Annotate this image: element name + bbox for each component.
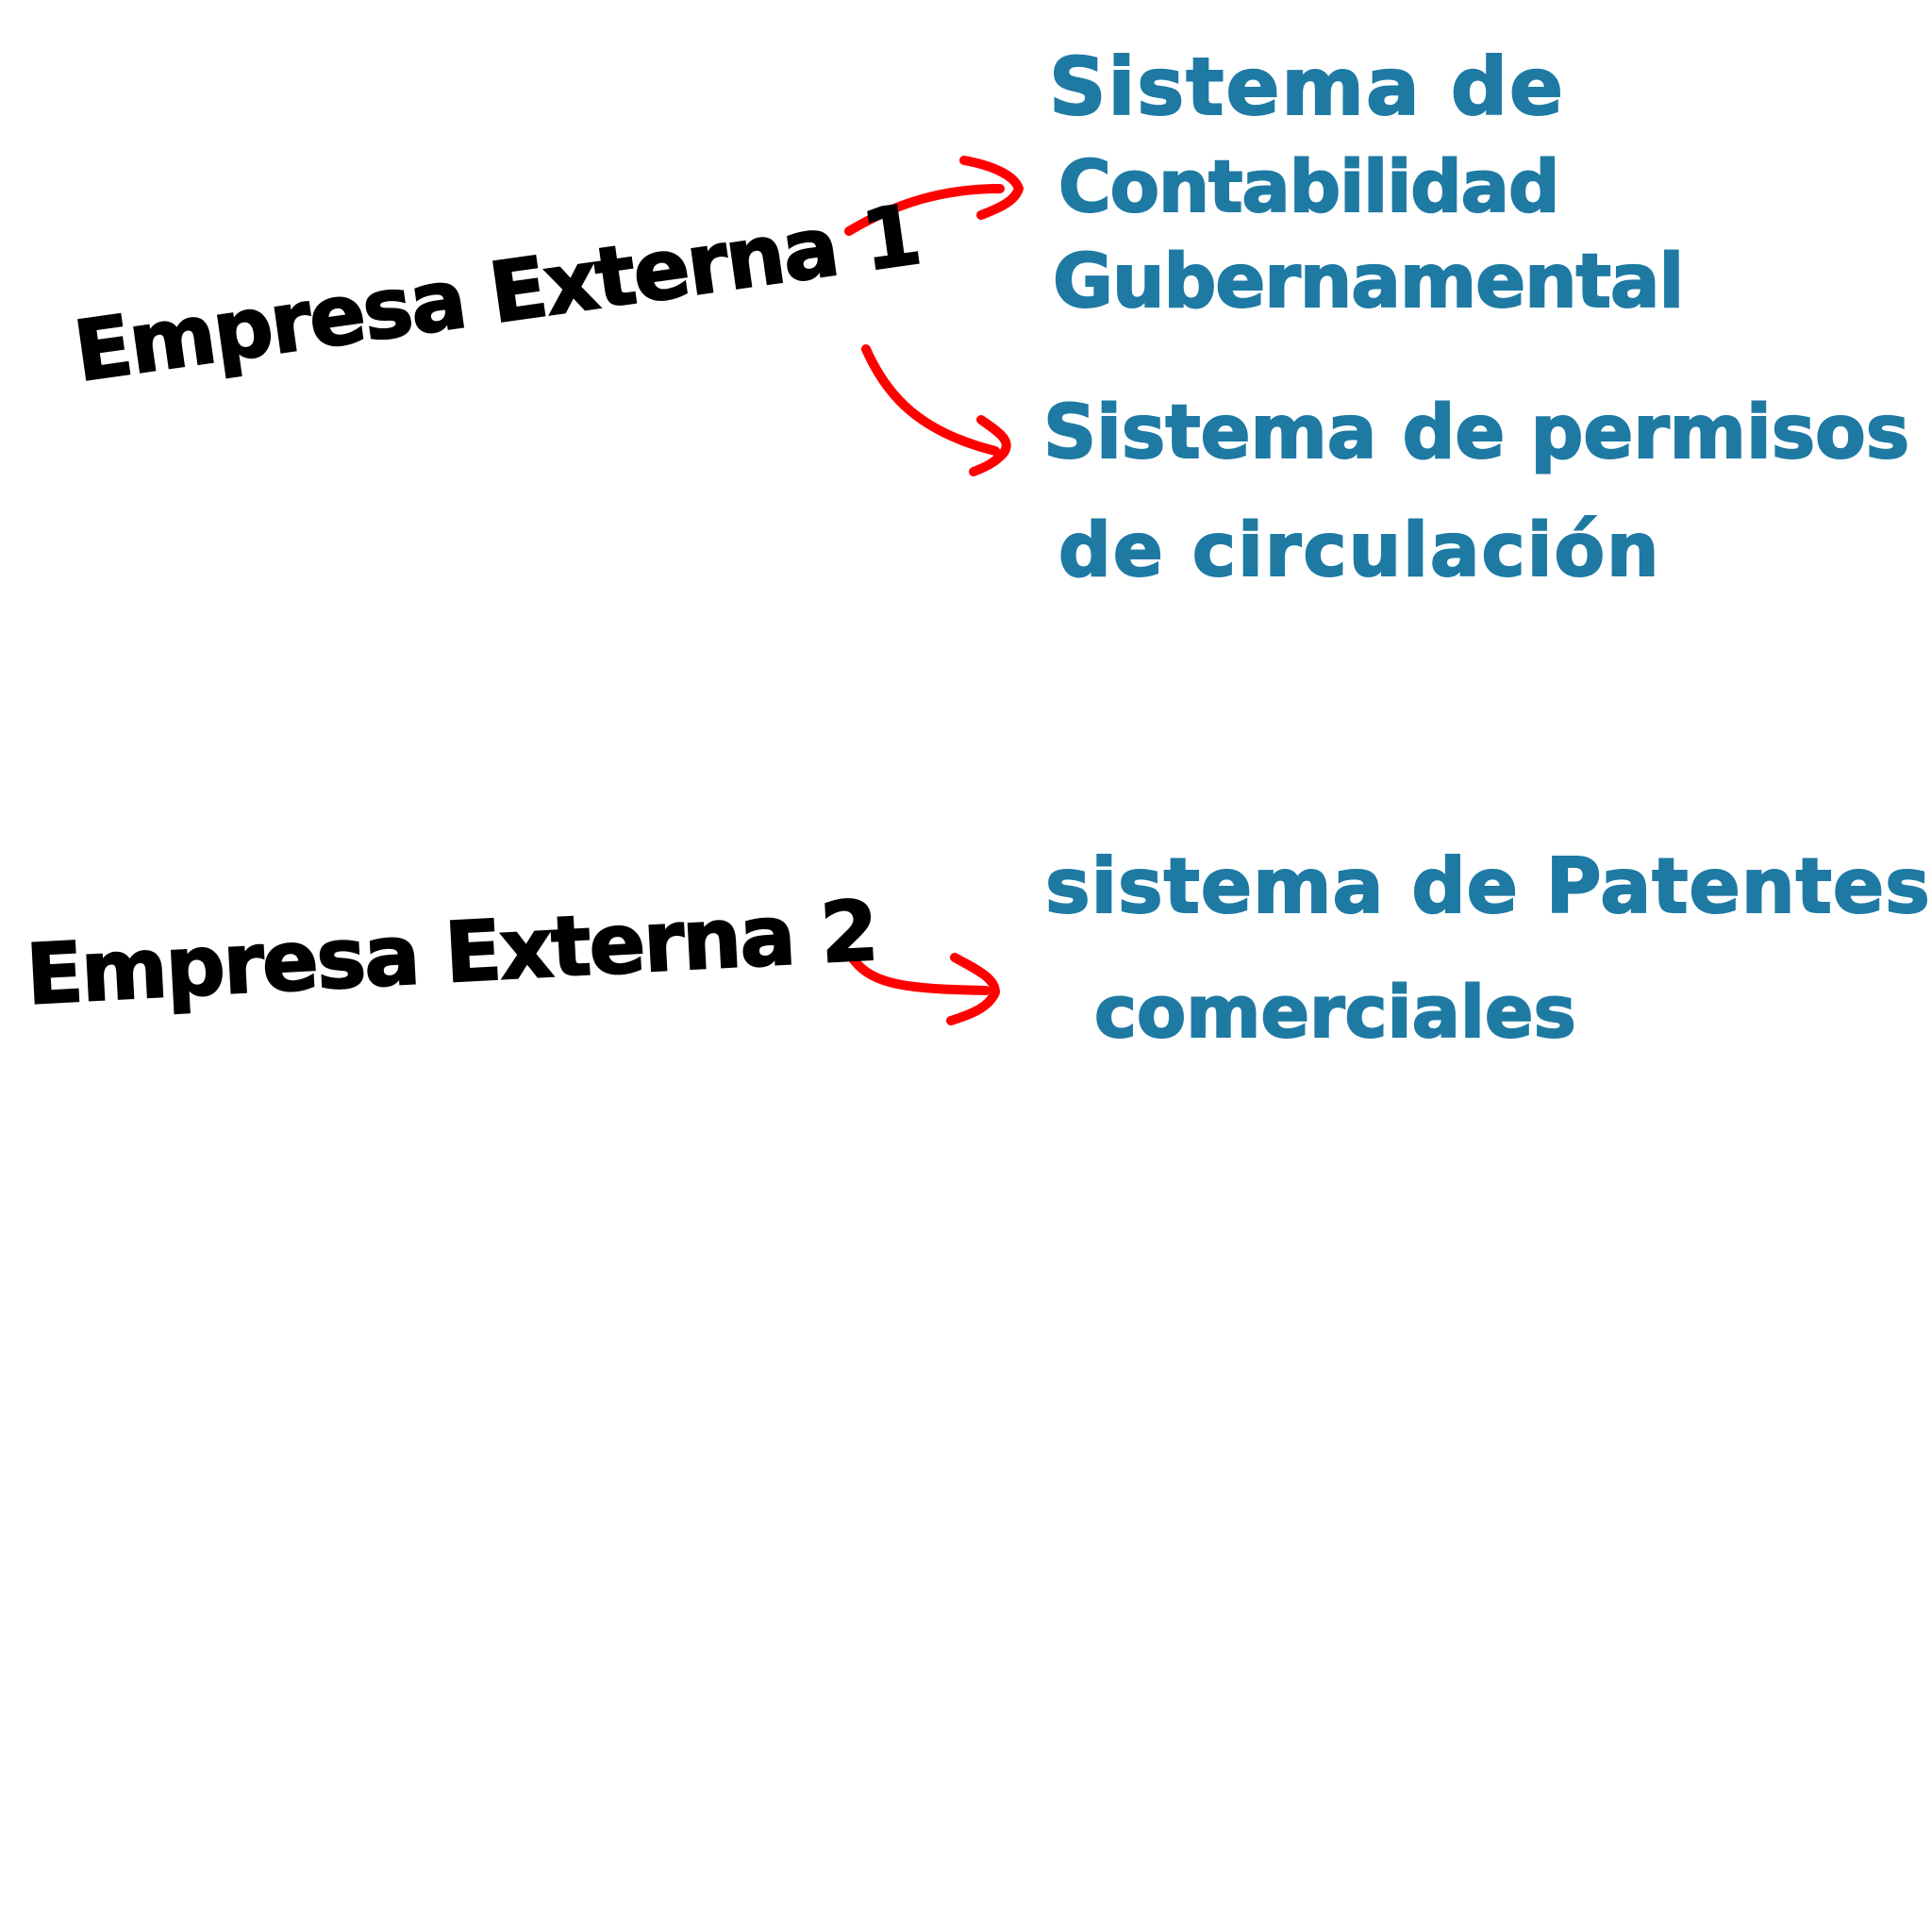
arrow-head [946,953,1000,1025]
arrow-shaft [861,344,1000,456]
system-permisos-line-2: de circulación [1058,508,1661,593]
system-contabilidad-line-2: Contabilidad [1058,144,1560,228]
arrow-company1-to-permisos [861,344,1011,476]
company-label-2: Empresa Externa 2 [23,881,879,1024]
system-contabilidad-line-3: Gubernamental [1052,240,1685,325]
system-patentes-line-2: comerciales [1093,970,1577,1054]
system-contabilidad-line-1: Sistema de [1048,41,1565,133]
system-permisos-line-1: Sistema de permisos [1042,391,1910,475]
arrow-head [959,156,1024,220]
arrow-head [969,415,1011,476]
system-patentes-line-1: sistema de Patentes [1044,842,1931,930]
company-label-1: Empresa Externa 1 [68,185,926,402]
